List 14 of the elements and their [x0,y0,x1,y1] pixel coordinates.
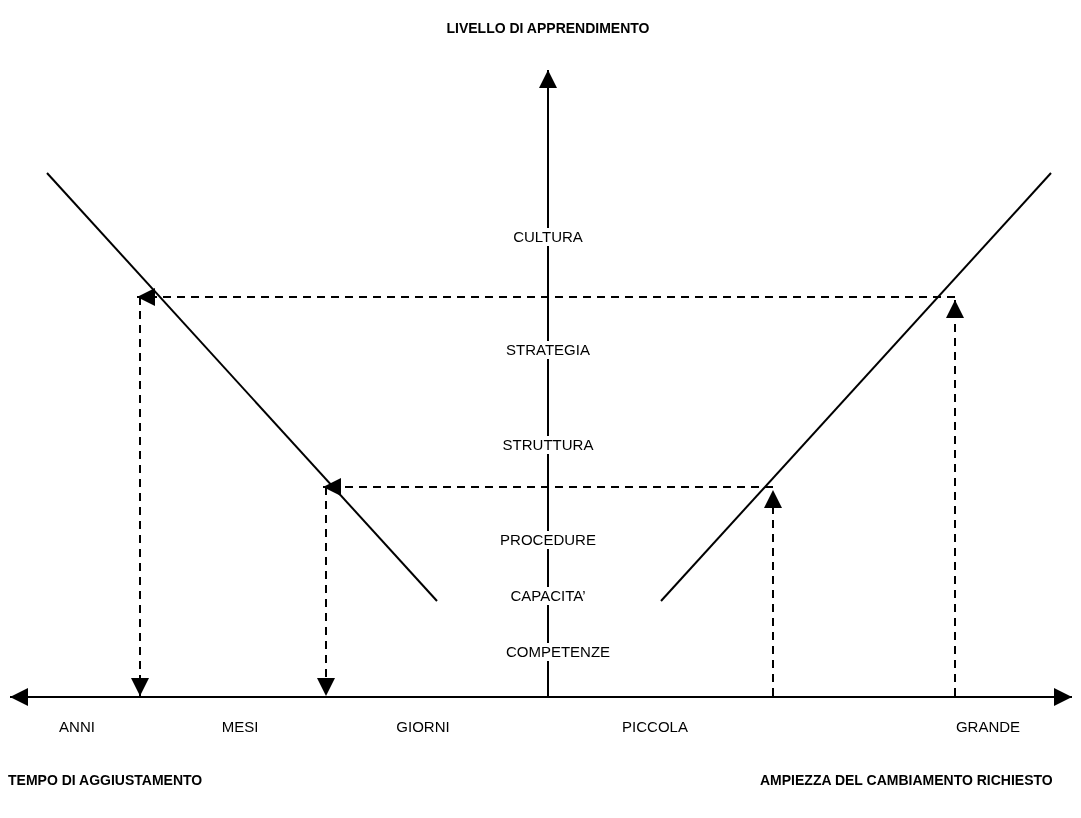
level-label: STRATEGIA [504,341,592,359]
level-label: CULTURA [511,228,585,246]
scale-label: PICCOLA [622,718,688,736]
level-label: STRUTTURA [500,436,596,454]
level-label: PROCEDURE [498,531,598,549]
level-label: CAPACITA’ [508,587,588,605]
scale-label: GIORNI [396,718,450,736]
axis-title: AMPIEZZA DEL CAMBIAMENTO RICHIESTO [760,772,1054,789]
scale-label: MESI [221,718,259,736]
scale-label: ANNI [59,718,95,736]
level-label: COMPETENZE [503,643,613,661]
scale-label: GRANDE [955,718,1021,736]
axis-title: LIVELLO DI APPRENDIMENTO [446,19,650,37]
axis-title: TEMPO DI AGGIUSTAMENTO [8,772,203,789]
